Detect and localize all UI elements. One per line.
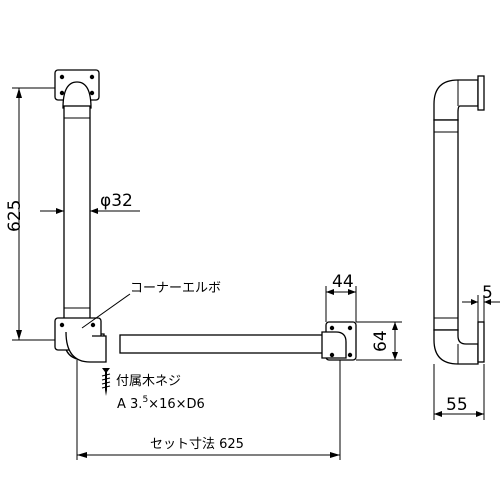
side-vertical-pipe [433, 119, 459, 331]
side-top-flange [477, 75, 485, 111]
screw-hole-icon [90, 322, 96, 328]
corner-elbow [54, 317, 107, 363]
screw-hole-icon [329, 352, 335, 358]
vertical-bar [54, 69, 100, 321]
diameter-dimension: φ32 [40, 191, 140, 214]
screw-hole-icon [89, 74, 95, 80]
side-view [433, 75, 485, 365]
diameter-label: φ32 [100, 191, 133, 211]
screw-hole-icon [89, 90, 95, 96]
wood-screw-icon [101, 368, 111, 396]
offset-5-dimension: 5 [462, 283, 500, 322]
height-dimension: 625 [5, 87, 60, 341]
width-44-dimension: 44 [325, 272, 357, 322]
depth-55-dimension: 55 [433, 364, 485, 420]
horizontal-pipe [119, 334, 337, 354]
corner-elbow-label: コーナーエルボ [130, 281, 221, 296]
height-64-label: 64 [371, 330, 391, 352]
screw-hole-icon [59, 74, 65, 80]
offset-5-label: 5 [482, 283, 493, 303]
elbow-leader [81, 293, 131, 329]
width-44-label: 44 [332, 272, 354, 292]
screw-hole-icon [347, 352, 353, 358]
screw-hole-icon [59, 90, 65, 96]
side-bottom-flange [477, 321, 485, 363]
height-64-dimension: 64 [356, 321, 402, 361]
depth-55-label: 55 [446, 395, 468, 415]
set-size-label: セット寸法 625 [150, 437, 244, 452]
screw-title: 付属木ネジ [116, 374, 181, 389]
horizontal-bar [119, 321, 357, 361]
vertical-pipe [63, 105, 91, 321]
set-size-dimension: セット寸法 625 [76, 360, 341, 460]
screw-hole-icon [347, 325, 353, 331]
screw-spec: A 3.5×16×D6 [117, 395, 205, 412]
height-label: 625 [5, 200, 25, 232]
screw-hole-icon [59, 322, 65, 328]
screw-hole-icon [329, 325, 335, 331]
